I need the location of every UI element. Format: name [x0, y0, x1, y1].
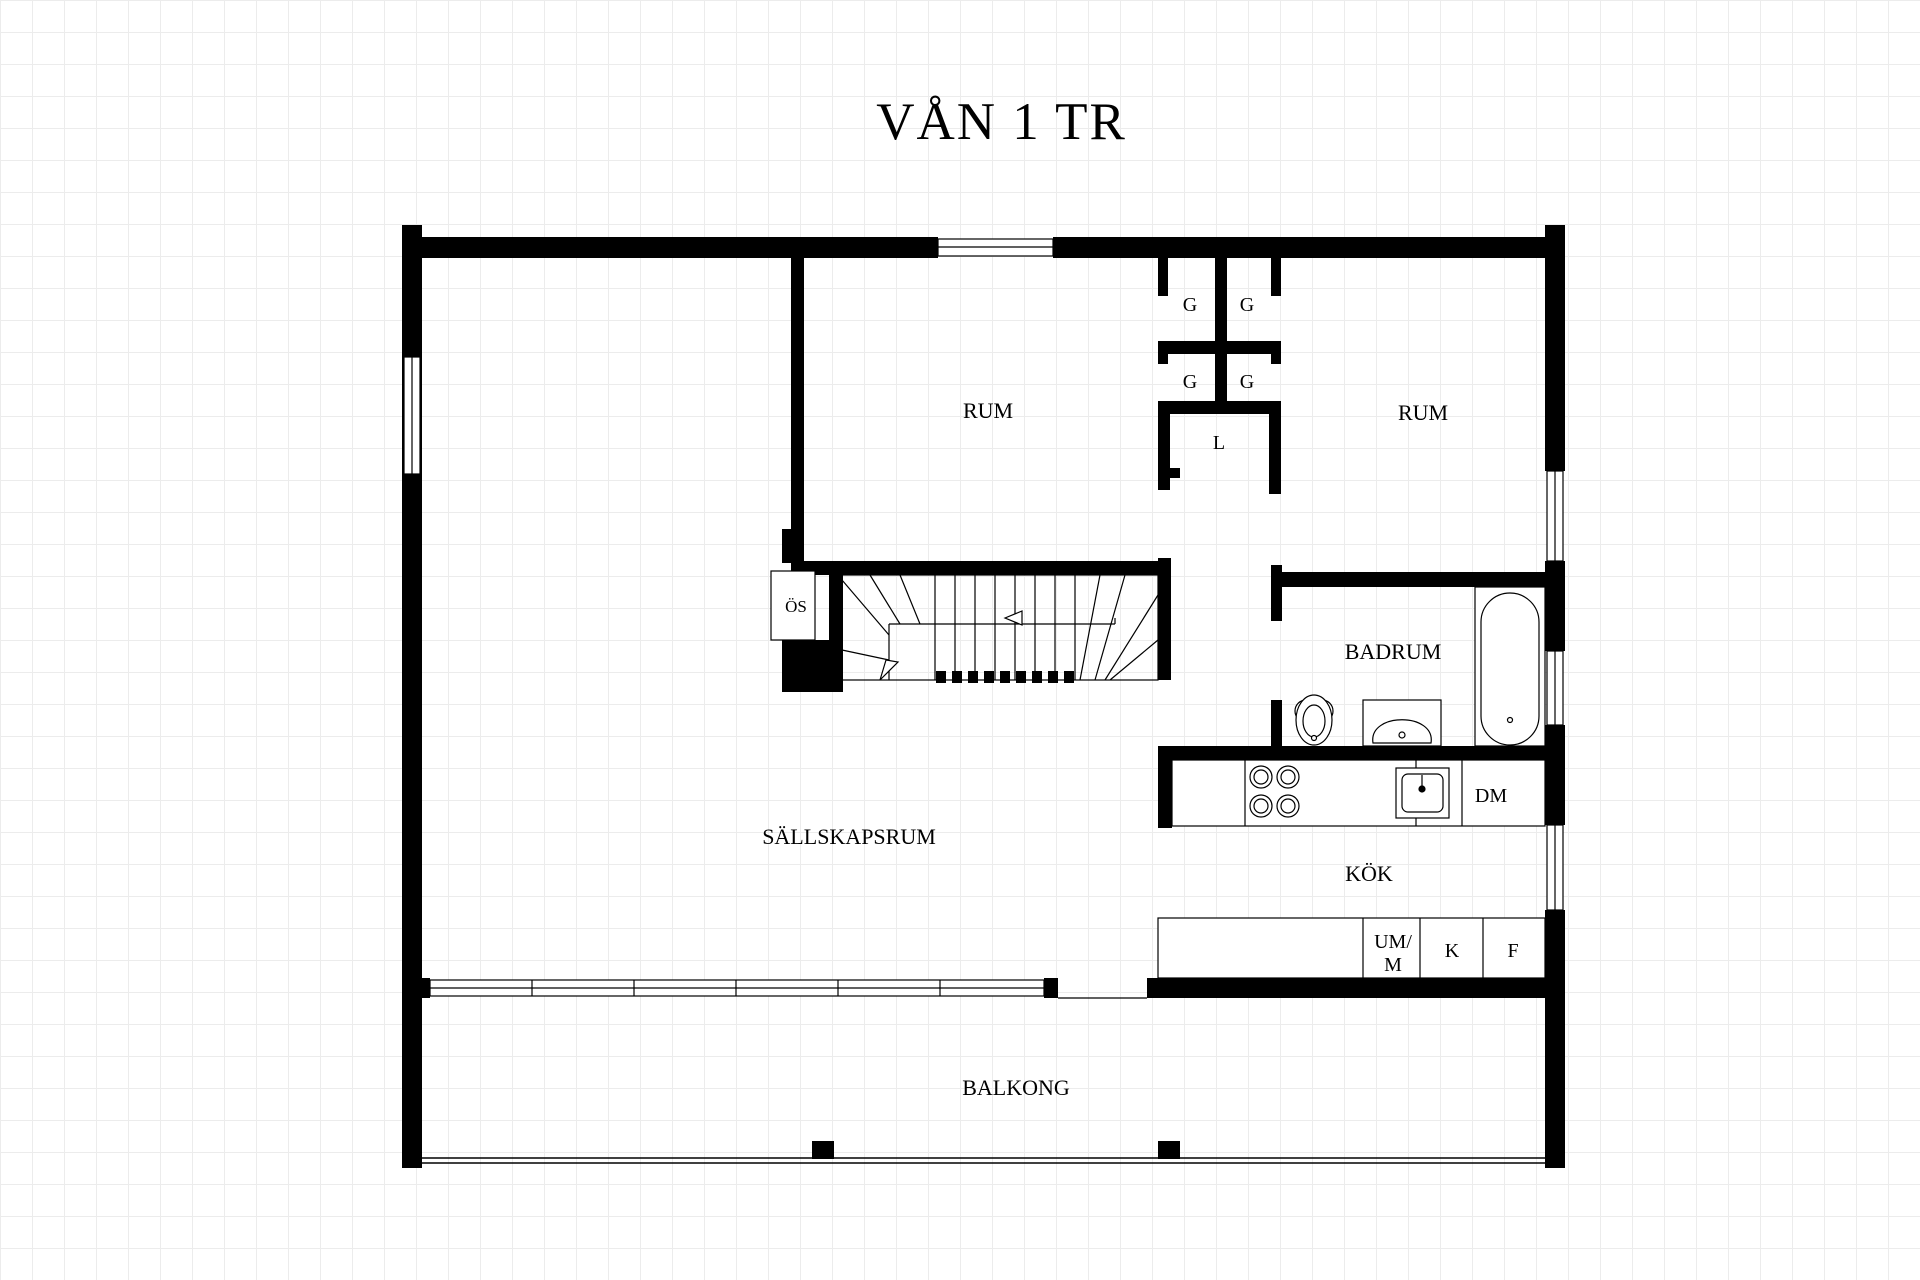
label-os: ÖS: [785, 597, 807, 616]
wall-bath-top: [1271, 572, 1565, 587]
wall-bath-left-upper: [1271, 565, 1282, 621]
closet-shelf: [1158, 341, 1281, 354]
label-closet-l: L: [1213, 432, 1225, 454]
wall-bath-left-lower: [1271, 700, 1282, 760]
label-rum-left: RUM: [963, 398, 1013, 423]
wall-right-top: [1545, 225, 1565, 471]
wall-right-mid3: [1545, 910, 1565, 1168]
label-dm: DM: [1475, 785, 1507, 807]
closet-right-b: [1271, 341, 1281, 364]
label-badrum: BADRUM: [1345, 639, 1442, 664]
kitchen-counter-top: [1171, 759, 1546, 827]
wall-rum-left-side: [791, 258, 804, 563]
wall-top-left: [402, 237, 938, 258]
staircase: [841, 574, 1159, 681]
closet-left-a: [1158, 258, 1168, 296]
closet-l-top: [1158, 401, 1281, 414]
label-rum-right: RUM: [1398, 400, 1448, 425]
os-box: [770, 570, 816, 641]
kitchen-sink: [1395, 767, 1450, 819]
label-f: F: [1507, 940, 1518, 962]
wall-kitchen-bottom: [1147, 978, 1565, 998]
label-um-line1: UM/: [1374, 931, 1412, 953]
closet-l-foot: [1158, 468, 1180, 478]
label-kok: KÖK: [1345, 861, 1393, 886]
balcony-railing: [422, 1157, 1545, 1164]
kitchen-counter-bottom: [1157, 917, 1546, 979]
closet-l-right: [1269, 401, 1281, 494]
wall-stair-top: [791, 561, 1167, 575]
wall-bath-bottom: [1158, 746, 1565, 760]
closet-divider: [1215, 258, 1227, 406]
interior-walls: [420, 258, 1565, 1159]
label-k: K: [1445, 940, 1460, 962]
wall-stair-right: [1158, 558, 1171, 680]
label-balkong: BALKONG: [962, 1075, 1070, 1100]
label-closet-g3: G: [1183, 371, 1197, 393]
balcony-post-left: [812, 1141, 834, 1159]
closet-l-left: [1158, 401, 1170, 490]
stair-end: [829, 563, 843, 692]
wall-kitchen-left: [1158, 746, 1172, 828]
label-closet-g4: G: [1240, 371, 1254, 393]
page-title: VÅN 1 TR: [876, 93, 1127, 151]
stair-treads-dark: [936, 671, 1074, 683]
label-closet-g1: G: [1183, 294, 1197, 316]
label-um-line2: M: [1384, 954, 1402, 976]
label-sallskapsrum: SÄLLSKAPSRUM: [762, 824, 936, 849]
bath-sink: [1362, 699, 1442, 747]
balcony-post-right: [1158, 1141, 1180, 1159]
chimney-top: [782, 529, 804, 563]
toilet: [1294, 694, 1334, 746]
glass-wall: [429, 979, 1147, 999]
closet-right-a: [1271, 258, 1281, 296]
wall-top-right: [1053, 237, 1565, 258]
closet-left-b: [1158, 341, 1168, 364]
glass-wall-post: [420, 978, 430, 998]
door-post: [1044, 978, 1058, 998]
stove: [1249, 765, 1300, 818]
bathtub: [1474, 586, 1546, 747]
wall-right-mid2: [1545, 725, 1565, 825]
label-closet-g2: G: [1240, 294, 1254, 316]
labels: RUM RUM SÄLLSKAPSRUM BADRUM KÖK BALKONG …: [762, 294, 1518, 1100]
windows: [403, 238, 1564, 911]
outer-walls: [402, 225, 1565, 1168]
